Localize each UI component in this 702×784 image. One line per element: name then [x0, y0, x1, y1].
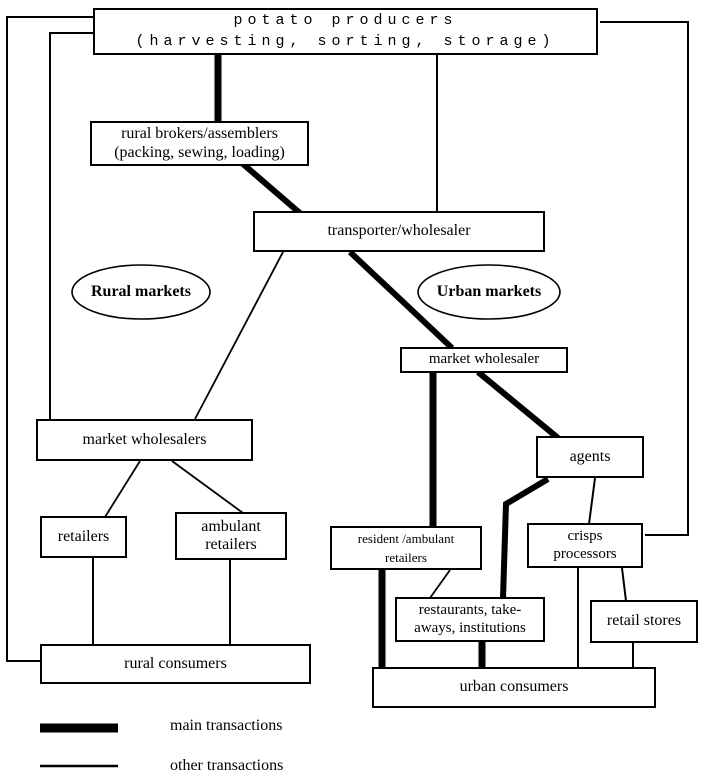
edge-brokers-transporter-main — [241, 161, 303, 217]
edge-resident-restaurants-other — [429, 569, 451, 599]
edge-producers-market-wholesalers-other — [49, 32, 95, 419]
node-agents: agents — [536, 436, 644, 478]
node-crisps-processors: crisps processors — [527, 523, 643, 568]
node-potato-producers: potato producers (harvesting, sorting, s… — [93, 8, 598, 55]
edge-agents-restaurants-main — [500, 476, 550, 599]
node-ambulant-retailers: ambulant retailers — [175, 512, 287, 560]
legend-main-transactions-label: main transactions — [170, 717, 283, 734]
label-rural-markets: Rural markets — [91, 283, 191, 300]
edge-market-wholesaler-agents-main — [476, 369, 560, 441]
node-restaurants-takeaways-institutions: restaurants, take- aways, institutions — [395, 597, 545, 642]
node-retailers: retailers — [40, 516, 127, 558]
node-urban-consumers: urban consumers — [372, 667, 656, 708]
label-urban-markets: Urban markets — [436, 283, 542, 300]
edge-producers-crisps-other — [600, 21, 689, 536]
edge-market-wholesalers-ambulant-other — [171, 460, 244, 514]
edge-transporter-market-wholesaler-main — [347, 249, 455, 351]
edge-crisps-retail-stores-other — [621, 567, 627, 602]
node-market-wholesalers: market wholesalers — [36, 419, 253, 461]
node-retail-stores: retail stores — [590, 600, 698, 643]
node-transporter-wholesaler: transporter/wholesaler — [253, 211, 545, 252]
node-rural-brokers-assemblers: rural brokers/assemblers (packing, sewin… — [90, 121, 309, 166]
rural-markets-ellipse — [71, 264, 211, 320]
node-resident-ambulant-retailers: resident /ambulant retailers — [330, 526, 482, 570]
legend-other-transactions-label: other transactions — [170, 757, 284, 774]
node-rural-consumers: rural consumers — [40, 644, 311, 684]
edge-market-wholesalers-retailers-other — [104, 460, 141, 518]
node-market-wholesaler: market wholesaler — [400, 347, 568, 373]
edge-transporter-market-wholesalers-other — [194, 251, 284, 420]
edge-producers-rural-consumers-other — [6, 16, 95, 662]
urban-markets-ellipse — [417, 264, 561, 320]
edge-agents-crisps-other — [588, 477, 596, 525]
